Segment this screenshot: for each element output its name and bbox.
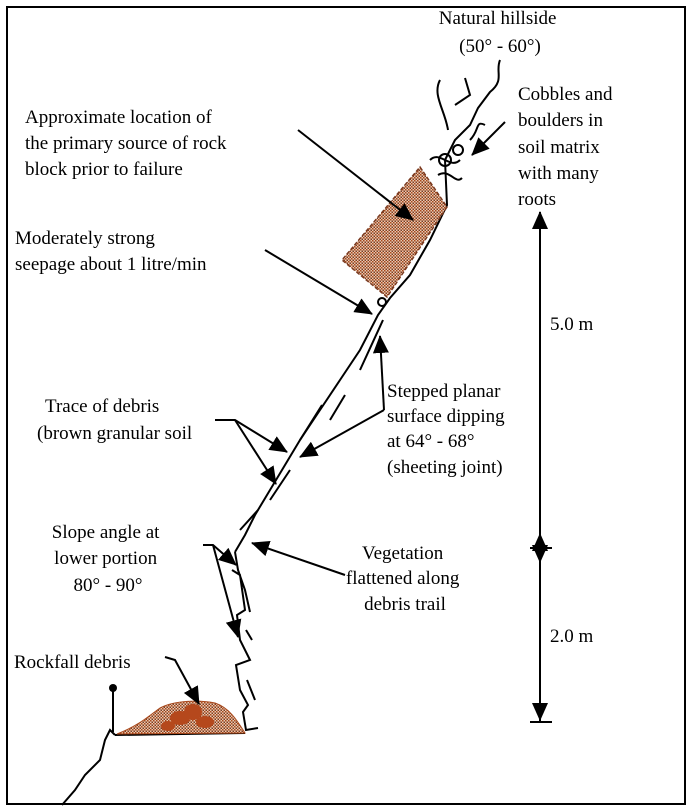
label-trace-of-debris: Trace of debris (brown granular soil (37, 396, 192, 444)
slope-profile (61, 59, 501, 806)
annotation-arrows (164, 121, 506, 705)
label-seepage: Moderately strong seepage about 1 litre/… (15, 228, 207, 275)
label-cobbles: Cobbles and boulders in soil matrix with… (518, 84, 617, 210)
label-source-location: Approximate location of the primary sour… (25, 107, 231, 180)
label-natural-hillside: Natural hillside (50° - 60°) (439, 8, 561, 57)
dimension-line (530, 211, 552, 723)
rock-block-source-area (340, 165, 448, 299)
rockfall-debris-pile (116, 700, 246, 735)
label-rockfall-debris: Rockfall debris (14, 652, 131, 673)
label-slope-angle: Slope angle at lower portion 80° - 90° (52, 522, 164, 596)
dimension-lower: 2.0 m (550, 626, 594, 647)
frame-border (6, 6, 686, 805)
dimension-upper: 5.0 m (550, 314, 594, 335)
label-stepped-surface: Stepped planar surface dipping at 64° - … (387, 381, 509, 478)
label-vegetation: Vegetation flattened along debris trail (346, 543, 464, 615)
